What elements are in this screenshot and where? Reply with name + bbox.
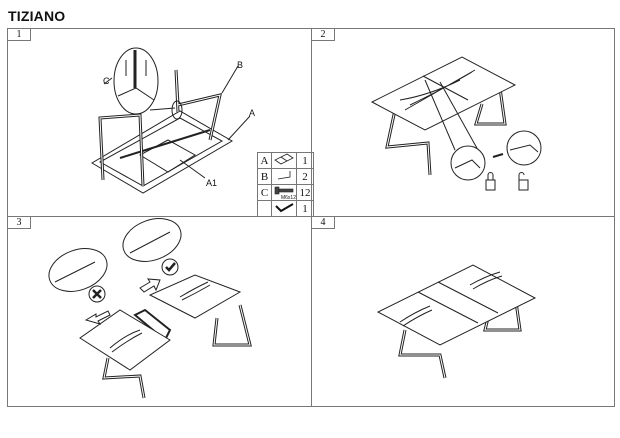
parts-table: A 1 B 2 C M6x12 12 1 <box>257 152 314 217</box>
step-number-2: 2 <box>311 28 335 41</box>
label-b: B <box>237 60 244 70</box>
step1-illustration <box>91 47 251 194</box>
step-number-1: 1 <box>7 28 31 41</box>
part-letter: B <box>257 168 272 185</box>
part-qty: 2 <box>296 168 314 185</box>
part-letter: C <box>257 184 272 201</box>
bolt-icon <box>274 186 294 195</box>
bolt-spec: M6x12 <box>280 195 296 201</box>
parts-row: B 2 <box>257 168 314 185</box>
step-number-4: 4 <box>311 216 335 229</box>
label-c: C <box>103 76 110 86</box>
parts-row: 1 <box>257 200 314 217</box>
step2-illustration <box>370 56 542 191</box>
part-letter: A <box>257 152 272 169</box>
document-title: TIZIANO <box>8 8 66 24</box>
leg-frame-icon <box>277 171 291 180</box>
part-qty: 12 <box>296 184 314 201</box>
tabletop-icon <box>274 153 294 165</box>
parts-row: C M6x12 12 <box>257 184 314 201</box>
part-qty: 1 <box>296 152 314 169</box>
parts-row: A 1 <box>257 152 314 169</box>
label-a: A <box>249 108 256 118</box>
label-a1: A1 <box>206 178 218 188</box>
allen-key-icon <box>275 203 294 213</box>
step4-illustration <box>376 264 537 379</box>
step-number-3: 3 <box>7 216 31 229</box>
part-letter <box>257 200 272 217</box>
part-qty: 1 <box>296 200 314 217</box>
step3-illustration <box>48 218 252 399</box>
